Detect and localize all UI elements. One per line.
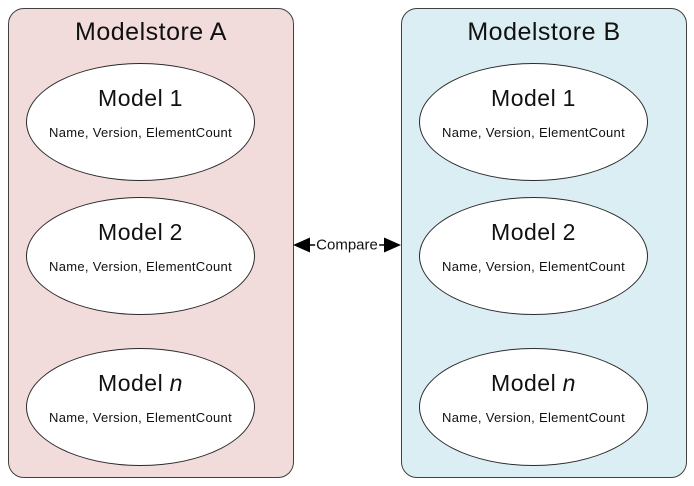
model-id: 1: [169, 84, 183, 111]
model-id: 2: [169, 218, 183, 245]
model-2-attributes: Name, Version, ElementCount: [442, 258, 625, 274]
compare-connector: Compare: [292, 231, 402, 259]
modelstore-a-title: Modelstore A: [75, 18, 227, 46]
model-id-variable: n: [562, 369, 576, 396]
model-1-attributes: Name, Version, ElementCount: [49, 124, 232, 140]
model-n-attributes: Name, Version, ElementCount: [442, 409, 625, 425]
model-1-attributes: Name, Version, ElementCount: [442, 124, 625, 140]
model-id: 2: [562, 218, 576, 245]
model-name: Model: [98, 218, 164, 245]
model-name: Model: [98, 369, 164, 396]
modelstore-b-title: Modelstore B: [467, 18, 621, 46]
compare-label: Compare: [315, 236, 379, 254]
model-id-variable: n: [169, 369, 183, 396]
model-name: Model: [98, 84, 164, 111]
model-name: Model: [491, 218, 557, 245]
model-2-attributes: Name, Version, ElementCount: [49, 258, 232, 274]
model-n-attributes: Name, Version, ElementCount: [49, 409, 232, 425]
model-name: Model: [491, 369, 557, 396]
model-name: Model: [491, 84, 557, 111]
model-id: 1: [562, 84, 576, 111]
